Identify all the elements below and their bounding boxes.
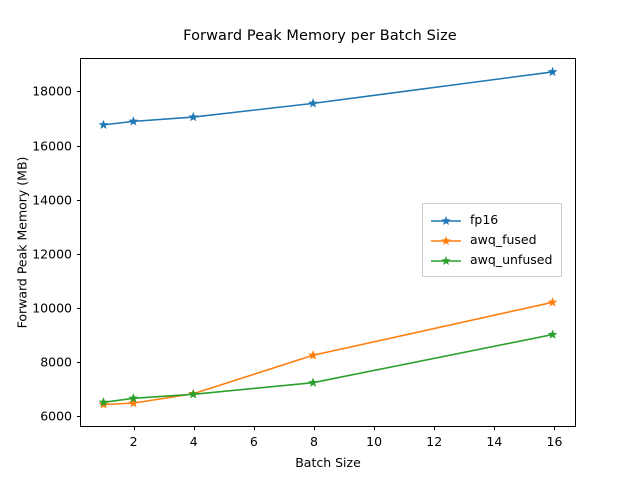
x-tick-label: 14 bbox=[486, 434, 503, 449]
x-tick-label: 8 bbox=[309, 434, 318, 449]
data-point-marker bbox=[308, 98, 318, 108]
legend-label: awq_fused bbox=[470, 231, 537, 247]
y-tick-label: 8000 bbox=[40, 354, 72, 370]
x-tick-label: 10 bbox=[366, 434, 383, 449]
legend-swatch-icon bbox=[430, 213, 462, 227]
series-line bbox=[103, 301, 553, 406]
y-tick-mark bbox=[77, 199, 81, 201]
data-point-marker bbox=[128, 393, 139, 403]
data-point-marker bbox=[547, 66, 558, 77]
data-point-marker bbox=[98, 119, 109, 130]
legend-label: awq_unfused bbox=[470, 251, 553, 267]
x-tick-mark bbox=[193, 426, 195, 430]
y-tick-mark bbox=[77, 415, 81, 417]
x-tick-mark bbox=[133, 426, 135, 430]
x-tick-label: 16 bbox=[546, 434, 563, 449]
x-tick-mark bbox=[374, 426, 376, 430]
y-tick-mark bbox=[77, 253, 81, 255]
data-point-marker bbox=[128, 116, 139, 126]
data-point-marker bbox=[547, 329, 558, 339]
y-tick-label: 14000 bbox=[32, 192, 72, 208]
data-point-marker bbox=[547, 297, 558, 307]
y-axis-label-text: Forward Peak Memory (MB) bbox=[14, 156, 30, 329]
legend-item-awq_fused: awq_fused bbox=[430, 230, 552, 250]
x-tick-label: 2 bbox=[129, 434, 138, 449]
y-tick-mark bbox=[77, 361, 81, 363]
y-axis-label: Forward Peak Memory (MB) bbox=[13, 58, 31, 427]
x-tick-mark bbox=[494, 426, 496, 430]
data-point-marker bbox=[308, 377, 318, 387]
y-tick-label: 12000 bbox=[32, 246, 72, 262]
legend-label: fp16 bbox=[470, 211, 499, 227]
plot-lines bbox=[98, 66, 558, 409]
x-tick-label: 6 bbox=[249, 434, 258, 449]
x-tick-mark bbox=[434, 426, 436, 430]
chart-title: Forward Peak Memory per Batch Size bbox=[183, 28, 457, 44]
x-axis-label: Batch Size bbox=[295, 455, 361, 470]
series-line bbox=[103, 71, 553, 126]
series-line bbox=[103, 333, 553, 404]
legend-item-awq_unfused: awq_unfused bbox=[430, 250, 552, 270]
data-point-marker bbox=[98, 397, 109, 407]
data-point-marker bbox=[308, 350, 318, 360]
legend-swatch-icon bbox=[430, 253, 462, 267]
legend-item-fp16: fp16 bbox=[430, 210, 552, 230]
y-tick-mark bbox=[77, 91, 81, 93]
y-tick-label: 18000 bbox=[32, 83, 72, 99]
data-point-marker bbox=[128, 397, 139, 408]
x-tick-label: 4 bbox=[189, 434, 198, 449]
x-tick-mark bbox=[554, 426, 556, 430]
data-point-marker bbox=[188, 389, 199, 399]
y-tick-mark bbox=[77, 145, 81, 147]
series-fp16 bbox=[98, 66, 558, 130]
series-awq_unfused bbox=[98, 329, 558, 407]
y-tick-label: 16000 bbox=[32, 138, 72, 153]
legend-swatch-icon bbox=[430, 233, 462, 247]
y-tick-label: 6000 bbox=[40, 408, 72, 424]
x-tick-mark bbox=[313, 426, 315, 430]
data-point-marker bbox=[188, 111, 199, 122]
x-tick-mark bbox=[253, 426, 255, 430]
x-tick-label: 12 bbox=[426, 434, 443, 449]
y-tick-label: 10000 bbox=[32, 300, 72, 316]
series-awq_fused bbox=[98, 297, 558, 409]
y-tick-mark bbox=[77, 307, 81, 309]
legend: fp16 awq_fused awq_unfused bbox=[422, 203, 563, 277]
